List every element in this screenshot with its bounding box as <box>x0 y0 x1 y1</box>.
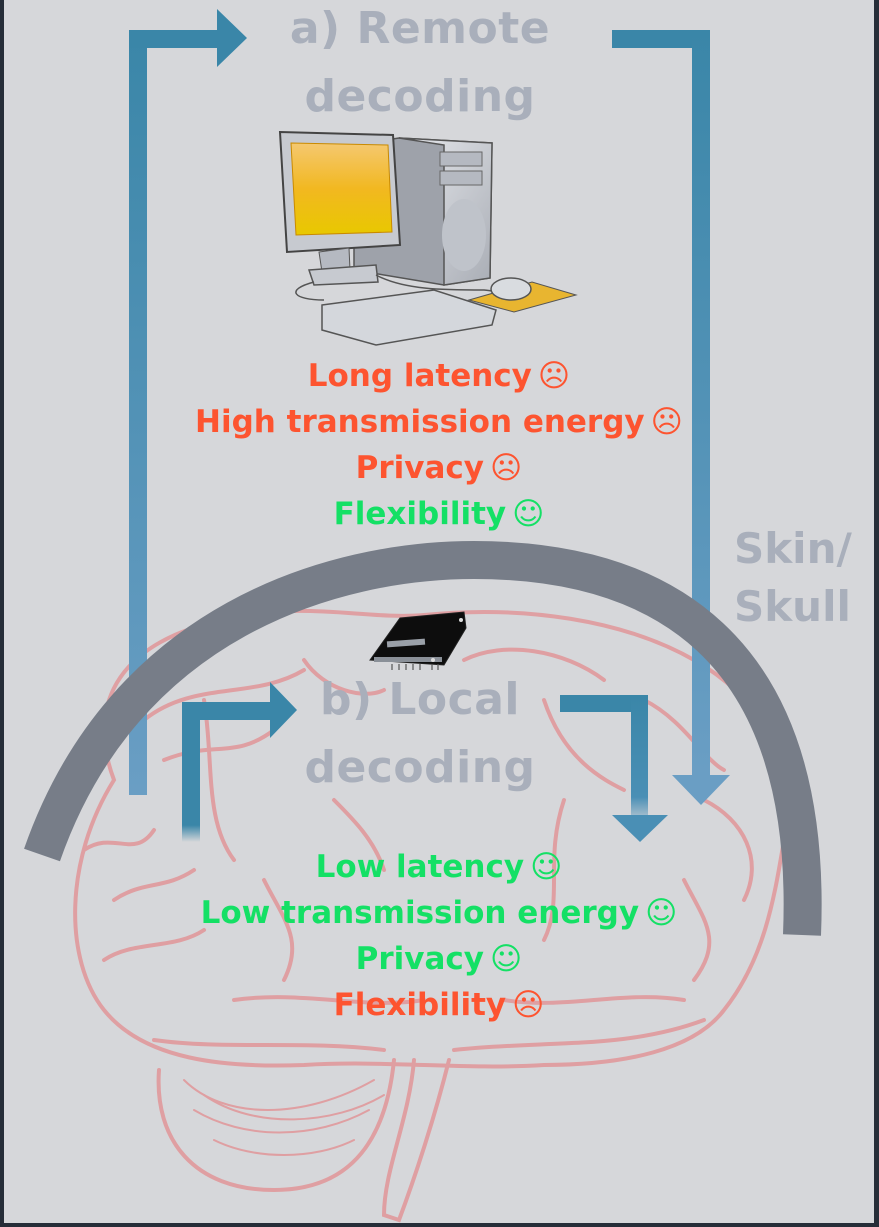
implant-chip-icon <box>369 611 467 670</box>
skin-skull-line2: Skull <box>734 582 851 631</box>
sad-face-icon: ☹ <box>650 404 683 440</box>
local-properties-list: Low latency☺ Low transmission energy☺ Pr… <box>4 844 874 1028</box>
brain-illustration <box>73 608 788 1223</box>
remote-title-line1: a) Remote <box>289 3 551 54</box>
property-label: Privacy <box>355 450 485 486</box>
property-label: Flexibility <box>333 496 507 532</box>
sad-face-icon: ☹ <box>512 987 545 1023</box>
happy-face-icon: ☺ <box>645 895 678 931</box>
sad-face-icon: ☹ <box>490 450 523 486</box>
remote-property-item: Long latency☹ <box>4 353 874 399</box>
remote-title-line2: decoding <box>304 71 536 122</box>
sad-face-icon: ☹ <box>537 358 571 394</box>
desktop-computer-icon <box>278 130 578 346</box>
remote-property-item: Flexibility☺ <box>4 491 874 537</box>
flow-arrows <box>24 9 822 936</box>
remote-decoding-title: a) Remote decoding <box>260 0 580 131</box>
computer-monitor <box>278 130 402 286</box>
keyboard <box>321 289 497 346</box>
happy-face-icon: ☺ <box>530 849 563 885</box>
skull-barrier <box>24 540 822 936</box>
local-property-item: Low transmission energy☺ <box>4 890 874 936</box>
skin-skull-line1: Skin/ <box>734 524 852 573</box>
remote-uplink-arrow <box>129 9 247 795</box>
cerebellum-outline <box>156 1058 396 1193</box>
local-decoding-title: b) Local decoding <box>260 666 580 802</box>
local-downlink-arrow <box>560 695 668 842</box>
property-label: Low transmission energy <box>200 895 640 931</box>
property-label: High transmission energy <box>195 404 645 440</box>
mouse <box>490 277 532 301</box>
brainstem-outline <box>381 1058 451 1223</box>
property-label: Long latency <box>307 358 532 394</box>
local-property-item: Low latency☺ <box>4 844 874 890</box>
brain-outline <box>73 608 788 1069</box>
happy-face-icon: ☺ <box>490 941 523 977</box>
property-label: Flexibility <box>333 987 507 1023</box>
remote-property-item: High transmission energy☹ <box>4 399 874 445</box>
skin-skull-label: Skin/ Skull <box>734 520 852 636</box>
local-title-line2: decoding <box>304 742 536 793</box>
property-label: Privacy <box>355 941 485 977</box>
happy-face-icon: ☺ <box>512 496 545 532</box>
remote-property-item: Privacy☹ <box>4 445 874 491</box>
diagram-canvas: a) Remote decoding b) Local decoding Ski… <box>4 0 874 1223</box>
remote-downlink-arrow <box>612 30 730 805</box>
remote-properties-list: Long latency☹ High transmission energy☹ … <box>4 353 874 537</box>
local-property-item: Privacy☺ <box>4 936 874 982</box>
local-uplink-arrow <box>182 682 297 842</box>
local-title-line1: b) Local <box>319 674 521 725</box>
property-label: Low latency <box>315 849 525 885</box>
local-property-item: Flexibility☹ <box>4 982 874 1028</box>
